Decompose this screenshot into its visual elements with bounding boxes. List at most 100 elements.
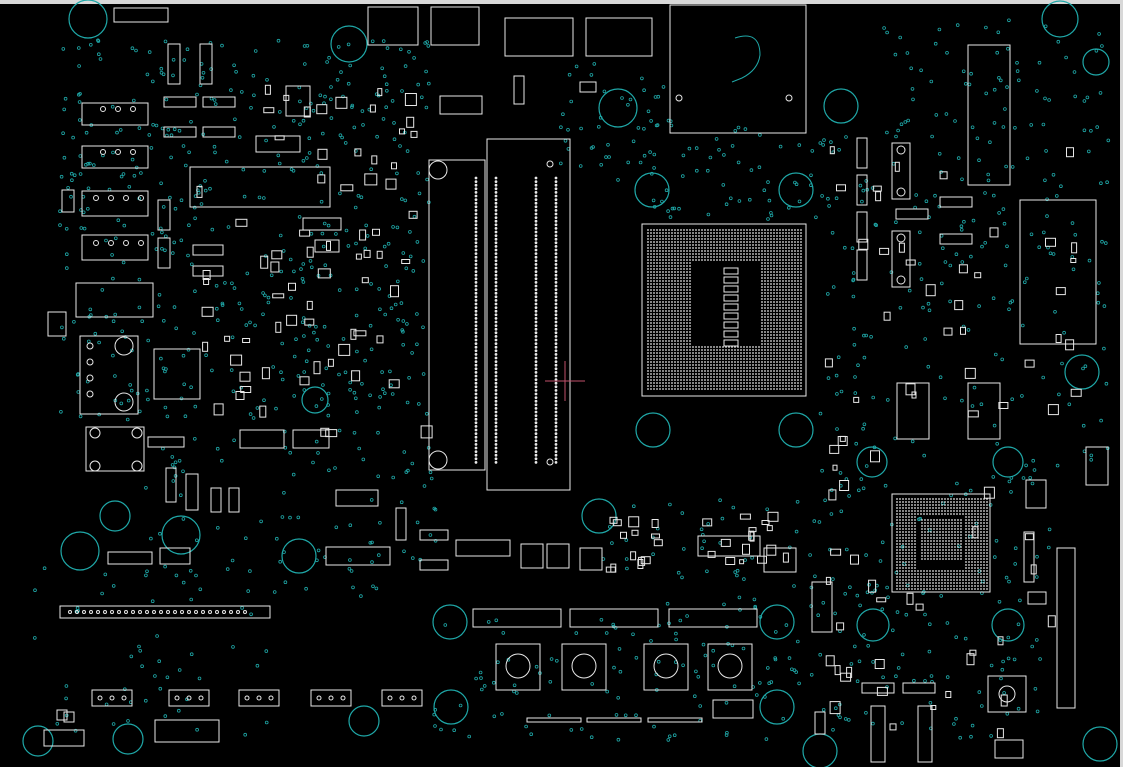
cpu-ball	[674, 238, 676, 240]
pad-ring	[109, 695, 115, 701]
cpu-ball	[647, 385, 649, 387]
cpu-ball	[683, 322, 685, 324]
chipset-ball	[914, 504, 916, 506]
via	[954, 635, 958, 639]
via	[159, 66, 164, 71]
dimm-pin	[494, 255, 498, 259]
dimm-slot-2	[486, 138, 571, 491]
chipset-ball	[911, 543, 913, 545]
chipset-ball	[980, 561, 982, 563]
cpu-ball	[674, 349, 676, 351]
chipset-ball	[935, 570, 937, 572]
cpu-ball	[782, 358, 784, 360]
via	[408, 254, 413, 259]
cpu-ball	[689, 337, 691, 339]
cpu-ball	[755, 235, 757, 237]
via	[598, 115, 603, 120]
via	[354, 313, 359, 318]
via	[911, 97, 915, 102]
pad-ring	[198, 695, 204, 701]
via	[395, 279, 400, 284]
chipset-ball	[926, 510, 928, 512]
chipset-core-ball	[927, 543, 929, 545]
mounting-hole	[992, 446, 1024, 478]
chipset-ball	[968, 576, 970, 578]
cpu-ball	[665, 277, 667, 279]
chipset-ball	[974, 519, 976, 521]
cpu-ball	[725, 229, 727, 231]
via	[967, 82, 972, 87]
cpu-ball	[704, 241, 706, 243]
via	[368, 393, 372, 398]
dimm-pin	[474, 417, 478, 421]
dimm-pin	[534, 302, 538, 306]
via	[992, 87, 997, 92]
chipset-ball	[986, 585, 988, 587]
via	[210, 368, 214, 373]
cpu-ball	[722, 229, 724, 231]
cpu-ball	[734, 229, 736, 231]
chipset-ball	[941, 585, 943, 587]
via	[115, 130, 119, 135]
cpu-ball	[719, 259, 721, 261]
connector-right-small	[1085, 446, 1109, 486]
chipset-ball	[944, 513, 946, 515]
via	[179, 396, 184, 401]
passive	[707, 550, 716, 558]
cpu-ball	[743, 367, 745, 369]
via	[773, 657, 778, 662]
chipset-ball	[941, 570, 943, 572]
cpu-ball	[782, 229, 784, 231]
via	[64, 684, 69, 688]
via	[1041, 122, 1046, 127]
dimm-pin	[534, 259, 538, 263]
cpu-ball	[647, 373, 649, 375]
dimm-pin	[474, 414, 478, 418]
chipset-ball	[965, 564, 967, 566]
cpu-ball	[689, 232, 691, 234]
chipset-ball	[971, 513, 973, 515]
chipset-ball	[917, 507, 919, 509]
cpu-ball	[662, 241, 664, 243]
component-outline	[586, 717, 642, 723]
cpu-ball	[785, 244, 787, 246]
cpu-ball	[650, 259, 652, 261]
cpu-ball	[659, 376, 661, 378]
passive	[299, 229, 311, 237]
chipset-ball	[914, 519, 916, 521]
cpu-ball	[785, 370, 787, 372]
chipset-core-ball	[933, 549, 935, 551]
cpu-ball	[719, 244, 721, 246]
chipset-core-ball	[954, 543, 956, 545]
cpu-ball	[725, 379, 727, 381]
cpu-ball	[761, 322, 763, 324]
chipset-ball	[971, 537, 973, 539]
pad-ring	[244, 695, 250, 701]
cpu-ball	[671, 271, 673, 273]
cpu-ball	[794, 307, 796, 309]
cpu-ball	[800, 313, 802, 315]
via	[579, 727, 584, 731]
pin	[103, 610, 107, 614]
cpu-ball	[659, 244, 661, 246]
component-outline	[526, 717, 582, 723]
cpu-ball	[752, 355, 754, 357]
dimm-pin	[474, 245, 478, 248]
cpu-ball	[755, 352, 757, 354]
cpu-ball	[704, 253, 706, 255]
via	[272, 125, 276, 129]
via	[984, 25, 988, 30]
cpu-ball	[686, 319, 688, 321]
via	[843, 591, 847, 596]
cpu-ball	[662, 253, 664, 255]
via	[674, 637, 678, 642]
dimm-pin	[494, 299, 498, 302]
cpu-ball	[650, 232, 652, 234]
via	[741, 646, 746, 651]
cpu-ball	[782, 388, 784, 390]
passive	[1070, 258, 1077, 263]
cpu-ball	[665, 331, 667, 333]
chipset-ball	[908, 561, 910, 563]
cpu-ball	[707, 253, 709, 255]
